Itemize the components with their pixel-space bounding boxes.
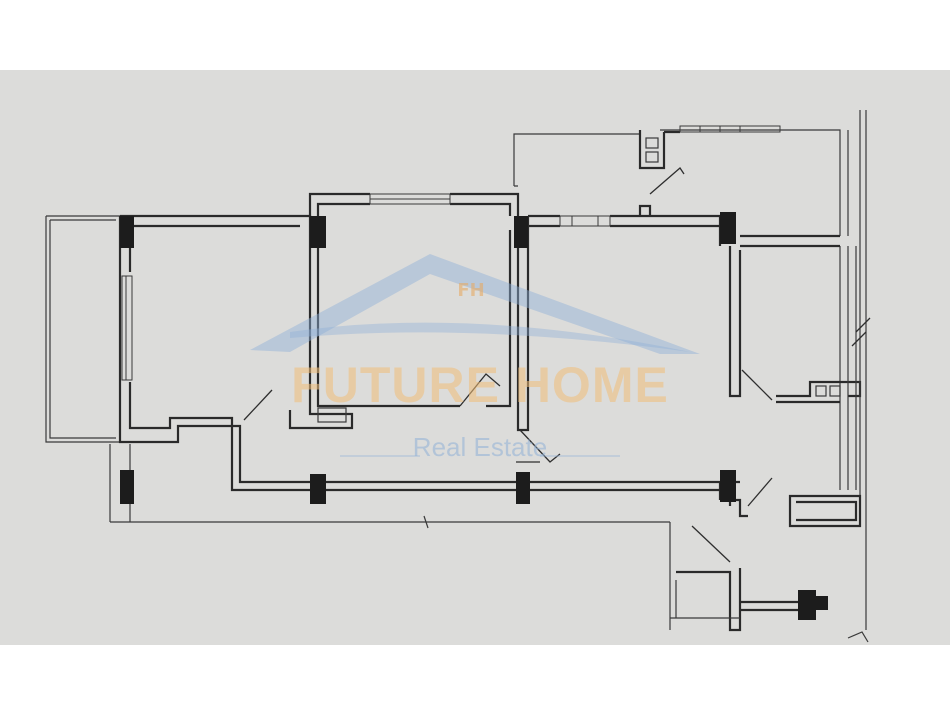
- lower-right-walls: [676, 494, 862, 632]
- door-swing: [747, 477, 773, 507]
- door-swing: [691, 525, 731, 563]
- watermark-logo-mark: FH: [457, 280, 485, 301]
- pillar: [816, 596, 828, 610]
- bottom-corridor-walls: [230, 474, 748, 518]
- shaft-box-1: [815, 385, 827, 397]
- stair-lines: [669, 522, 740, 630]
- pillar: [720, 212, 736, 244]
- watermark-roof: [250, 254, 700, 354]
- watermark-subtitle: Real Estate: [412, 432, 548, 462]
- door-swing: [851, 317, 871, 347]
- pillar: [516, 472, 530, 504]
- watermark-title: FUTURE HOME: [291, 357, 669, 413]
- middle-left-room-walls: [288, 192, 520, 430]
- floor-plan-drawing: [45, 110, 871, 643]
- left-balcony-inner: [49, 219, 116, 439]
- stove-box: [645, 137, 659, 149]
- pillar: [310, 216, 326, 248]
- pillar: [720, 470, 736, 502]
- pillar: [120, 470, 134, 504]
- dimension-tick: [423, 515, 429, 529]
- top-window: [369, 193, 451, 205]
- closet-box: [317, 407, 347, 423]
- door-swing: [741, 369, 773, 401]
- stove-box-2: [645, 151, 659, 163]
- kitchen-walls: [638, 130, 862, 404]
- floor-plan-sheet: FH FUTURE HOME Real Estate: [0, 70, 950, 645]
- pillar: [514, 216, 528, 248]
- left-balcony: [45, 215, 120, 443]
- watermark-swoosh: [290, 322, 690, 352]
- pillar: [120, 216, 134, 248]
- right-edge-lines: [847, 110, 867, 630]
- left-window: [121, 275, 133, 381]
- shaft-box-2: [829, 385, 841, 397]
- kitchen-window: [679, 125, 781, 133]
- pillar: [310, 474, 326, 504]
- door-swing: [243, 389, 273, 421]
- door-swing: [459, 373, 501, 407]
- door-swing: [649, 167, 685, 195]
- middle-right-room-walls: [516, 214, 742, 432]
- corner-squiggle: [847, 631, 869, 643]
- pillar: [798, 590, 816, 620]
- right-window: [559, 215, 611, 227]
